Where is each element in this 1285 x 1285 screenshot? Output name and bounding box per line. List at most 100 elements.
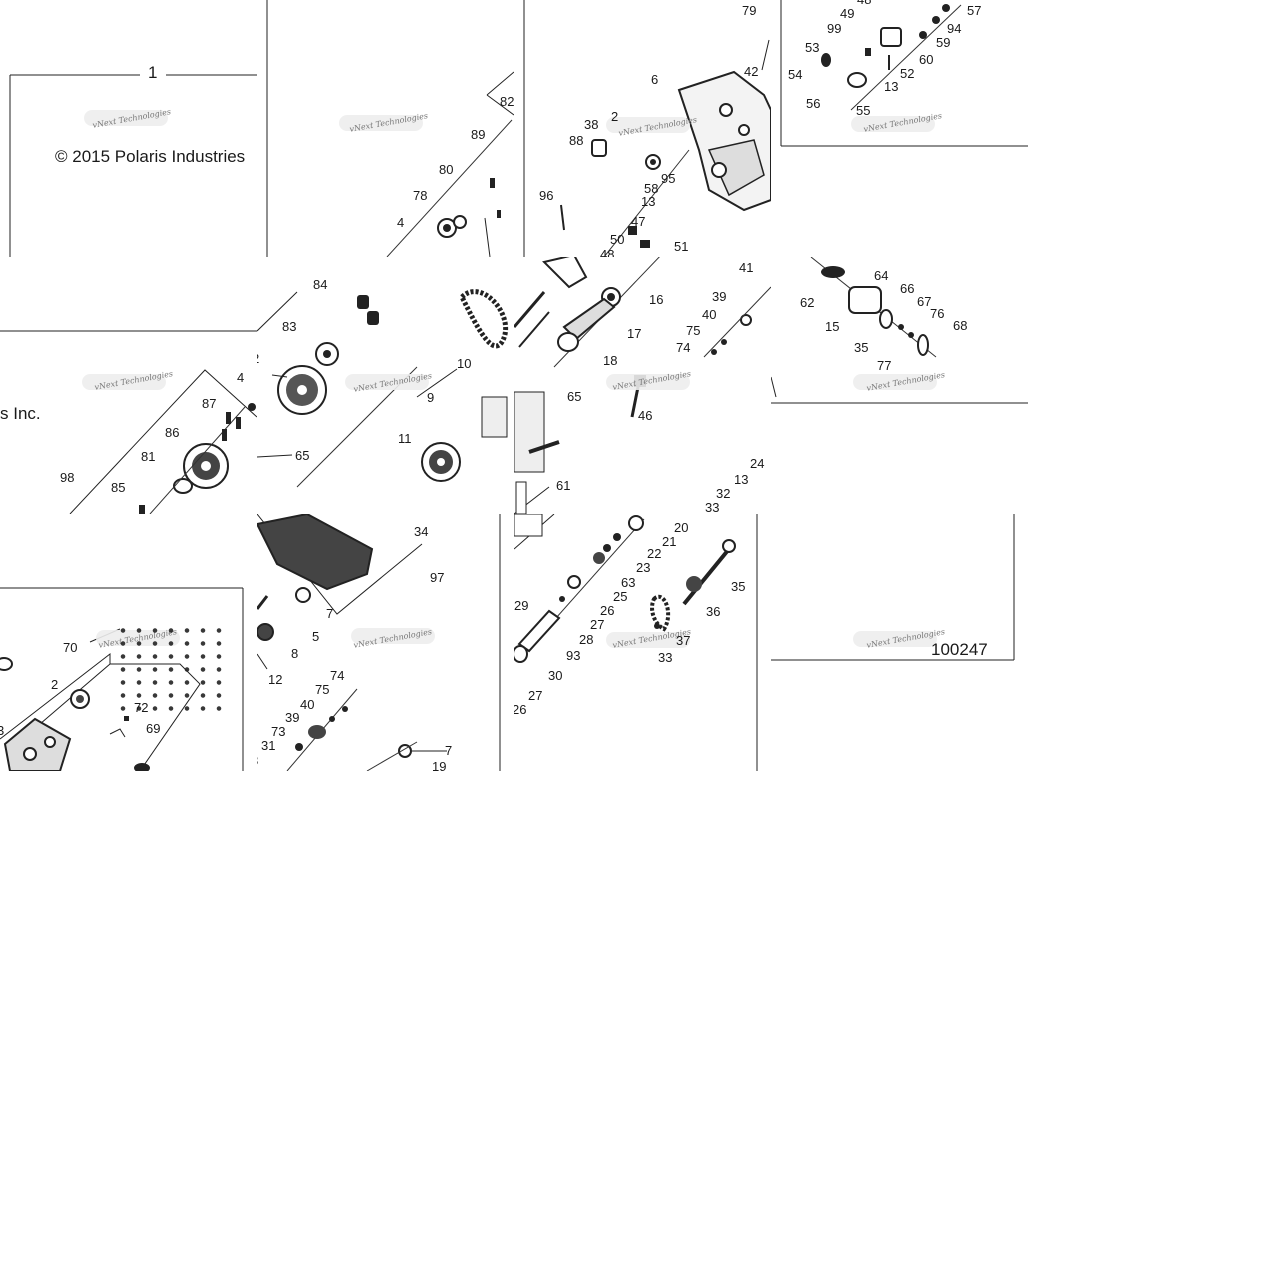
callout: 55 bbox=[856, 103, 871, 118]
callout: 11 bbox=[398, 431, 412, 446]
diagram-tile-2-3: vNext Technologies 100247 bbox=[771, 514, 1028, 771]
callout: 36 bbox=[706, 604, 721, 619]
callout: 8 bbox=[291, 646, 299, 661]
callout: 53 bbox=[805, 40, 820, 55]
callout: 26 bbox=[600, 603, 615, 618]
callout: 67 bbox=[917, 294, 932, 309]
bolt-pattern bbox=[115, 624, 225, 719]
callout: 38 bbox=[584, 117, 599, 132]
callout: 30 bbox=[548, 668, 563, 683]
callout: 99 bbox=[827, 21, 842, 36]
callout: 47 bbox=[631, 214, 646, 229]
callout: 49 bbox=[840, 6, 855, 21]
callout: 72 bbox=[134, 700, 149, 715]
callout: 28 bbox=[579, 632, 594, 647]
diagram-tile-1-1: vNext Technologies 84 83 2 65 10 9 11 bbox=[257, 257, 514, 514]
tile-2-1-parts bbox=[257, 514, 501, 771]
callout: 39 bbox=[285, 710, 300, 725]
callout: 33 bbox=[658, 650, 673, 665]
callout: 4 bbox=[237, 370, 245, 385]
callout: 65 bbox=[567, 389, 582, 404]
callout: 51 bbox=[674, 239, 689, 254]
diagram-tile-title: 1 vNext Technologies © 2015 Polaris Indu… bbox=[0, 0, 257, 257]
callout: 73 bbox=[271, 724, 286, 739]
callout: 15 bbox=[825, 319, 840, 334]
callout: 70 bbox=[63, 640, 78, 655]
tile-0-2-parts bbox=[523, 0, 771, 257]
callout: 3 bbox=[257, 754, 258, 767]
callout: 12 bbox=[268, 672, 283, 687]
callout: 33 bbox=[705, 500, 720, 514]
callout: 39 bbox=[712, 289, 727, 304]
callout: 97 bbox=[430, 570, 445, 585]
callout: 9 bbox=[427, 390, 435, 405]
callout: 5 bbox=[312, 629, 320, 644]
callout: 22 bbox=[647, 546, 662, 561]
callout: 40 bbox=[702, 307, 717, 322]
callout: 4 bbox=[397, 215, 405, 230]
tile-0-1-lines bbox=[266, 0, 514, 257]
callout: 59 bbox=[936, 35, 951, 50]
callout: 84 bbox=[313, 277, 328, 292]
callout: 25 bbox=[613, 589, 628, 604]
callout: 75 bbox=[315, 682, 330, 697]
diagram-tile-0-2: vNext Technologies 79 42 6 38 2 88 95 58… bbox=[514, 0, 771, 257]
diagram-tile-1-0: vNext Technologies s Inc. 87 86 81 98 85… bbox=[0, 257, 257, 514]
callout: 74 bbox=[330, 668, 345, 683]
callout: 26 bbox=[514, 702, 527, 717]
callout: 57 bbox=[967, 3, 982, 18]
callout: 89 bbox=[471, 127, 486, 142]
callout: 93 bbox=[566, 648, 581, 663]
callout: 96 bbox=[539, 188, 554, 203]
callout: 69 bbox=[146, 721, 161, 736]
callout: 42 bbox=[744, 64, 759, 79]
callout: 7 bbox=[445, 743, 453, 758]
tile-1-2-parts bbox=[514, 257, 771, 514]
callout: 2 bbox=[611, 109, 619, 124]
callout: 10 bbox=[457, 356, 472, 371]
callout: 19 bbox=[432, 759, 447, 771]
callout: 74 bbox=[676, 340, 691, 355]
copyright-text: © 2015 Polaris Industries bbox=[55, 147, 246, 166]
callout: 64 bbox=[874, 268, 889, 283]
callout: 65 bbox=[295, 448, 310, 463]
callout: 54 bbox=[788, 67, 803, 82]
callout: 32 bbox=[716, 486, 731, 501]
callout: 37 bbox=[676, 633, 691, 648]
callout: 48 bbox=[857, 0, 871, 6]
callout: 41 bbox=[739, 260, 754, 275]
callout: 83 bbox=[282, 319, 297, 334]
diagram-tile-2-0: vNext Technologies 70 2 72 69 3 bbox=[0, 514, 257, 771]
callout: 46 bbox=[638, 408, 653, 423]
callout: 21 bbox=[662, 534, 677, 549]
tile-2-2-parts bbox=[514, 514, 758, 771]
callout: 66 bbox=[900, 281, 915, 296]
callout: 24 bbox=[750, 456, 765, 471]
section-number: 1 bbox=[148, 63, 158, 82]
callout: 81 bbox=[141, 449, 156, 464]
diagram-tile-1-2: vNext Technologies 16 17 18 65 46 41 39 … bbox=[514, 257, 771, 514]
callout: 7 bbox=[326, 606, 334, 621]
diagram-tile-0-3: vNext Technologies 48 49 57 99 94 59 53 … bbox=[771, 0, 1028, 257]
callout: 2 bbox=[257, 352, 259, 365]
callout: 13 bbox=[641, 194, 656, 209]
callout: 98 bbox=[60, 470, 75, 485]
diagram-tile-1-3: vNext Technologies 62 15 64 66 67 76 35 … bbox=[771, 257, 1028, 514]
callout: 2 bbox=[51, 677, 59, 692]
callout: 48 bbox=[600, 247, 615, 257]
callout: 6 bbox=[651, 72, 659, 87]
callout: 80 bbox=[439, 162, 454, 177]
callout: 50 bbox=[610, 232, 625, 247]
callout: 17 bbox=[627, 326, 642, 341]
callout: 56 bbox=[806, 96, 821, 111]
figure-id: 100247 bbox=[931, 640, 988, 659]
tile-0-3-parts bbox=[780, 0, 1028, 147]
callout: 76 bbox=[930, 306, 945, 321]
callout: 29 bbox=[514, 598, 529, 613]
callout: 52 bbox=[900, 66, 915, 81]
callout: 77 bbox=[877, 358, 892, 373]
callout: 78 bbox=[413, 188, 428, 203]
diagram-tile-2-2: vNext Technologies 20 21 22 23 63 25 26 … bbox=[514, 514, 771, 771]
callout: 68 bbox=[953, 318, 968, 333]
callout: 35 bbox=[731, 579, 746, 594]
